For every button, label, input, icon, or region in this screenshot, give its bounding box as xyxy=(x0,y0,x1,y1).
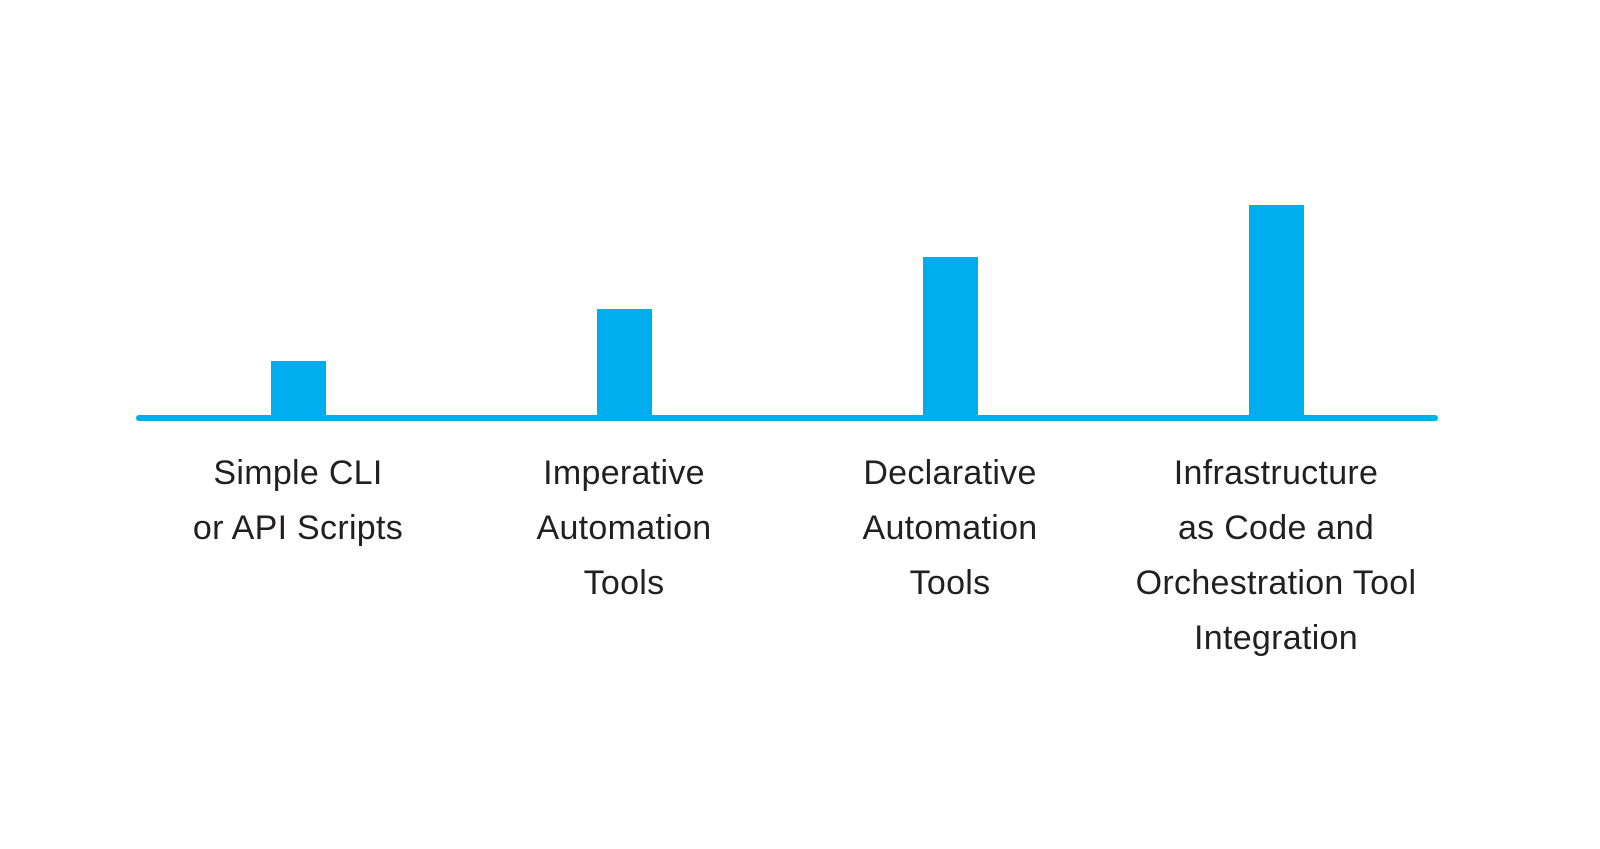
label-line: Simple CLI xyxy=(213,454,383,492)
label-declarative-automation-tools: Declarative Automation Tools xyxy=(770,446,1130,611)
label-line: Tools xyxy=(909,564,991,602)
bar-imperative-automation-tools xyxy=(596,309,652,421)
label-line: Automation xyxy=(536,509,712,547)
label-line: as Code and xyxy=(1177,509,1375,547)
label-line: or API Scripts xyxy=(192,509,404,547)
label-line: Tools xyxy=(583,564,665,602)
label-line: Integration xyxy=(1194,619,1358,657)
label-line: Orchestration Tool xyxy=(1135,564,1417,602)
label-line: Infrastructure xyxy=(1173,454,1379,492)
label-line: Automation xyxy=(862,509,1038,547)
x-axis-line xyxy=(136,415,1438,421)
label-imperative-automation-tools: Imperative Automation Tools xyxy=(444,446,804,611)
label-line: Imperative xyxy=(543,454,705,492)
label-iac-and-orchestration-tool-integration: Infrastructure as Code and Orchestration… xyxy=(1096,446,1456,666)
bar-iac-and-orchestration-tool-integration xyxy=(1248,205,1304,421)
bar-declarative-automation-tools xyxy=(922,257,978,421)
label-line: Declarative xyxy=(863,454,1037,492)
bar-simple-cli-or-api-scripts xyxy=(270,361,326,421)
label-simple-cli-or-api-scripts: Simple CLI or API Scripts xyxy=(118,446,478,556)
